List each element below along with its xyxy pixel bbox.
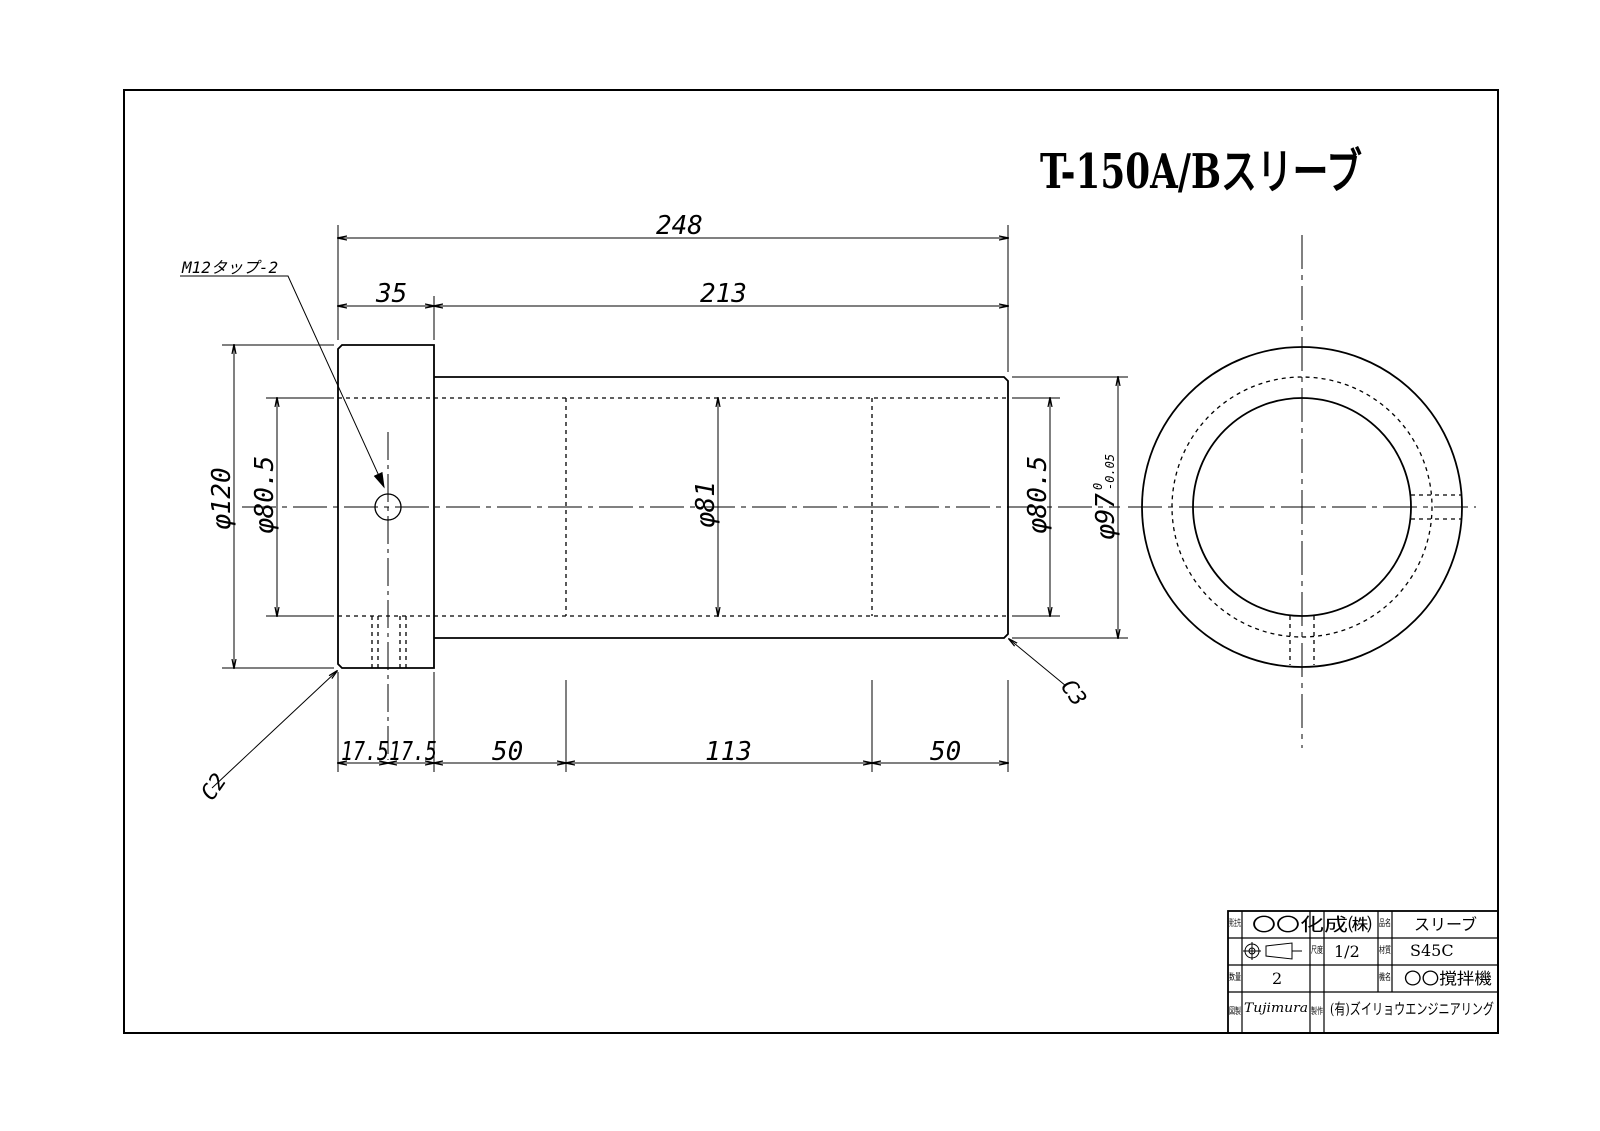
side-view (242, 344, 1120, 760)
dim-bore-mid: φ81 (691, 481, 721, 528)
dim-seg-2: 17.5 (389, 737, 437, 767)
tb-maker-label: 製作 (1311, 1005, 1323, 1017)
chamfer-right-leader (1009, 639, 1067, 687)
tb-customer-label: 発注先 (1229, 917, 1241, 929)
tb-material-label: 材質 (1379, 944, 1391, 956)
tb-drawn-label: 図製 (1229, 1005, 1241, 1017)
end-view (1128, 235, 1476, 748)
tb-part-name: スリーブ (1414, 915, 1477, 934)
tap-note: M12タップ-2 (181, 258, 278, 277)
dim-seg-1: 17.5 (341, 737, 389, 767)
dim-flange-dia: φ120 (207, 467, 237, 530)
dim-bore-left: φ80.5 (250, 456, 280, 534)
dim-bore-right: φ80.5 (1023, 456, 1053, 534)
tb-maker: (有)ズイリョウエンジニアリング (1330, 1000, 1494, 1018)
tap-leader (180, 275, 385, 489)
tb-drawn-by: Tujimura (1244, 1001, 1308, 1016)
drawing-title: T-150A/Bスリーブ (1040, 144, 1362, 200)
dim-body-length: 213 (700, 279, 747, 309)
hidden-bore-lines (338, 397, 1008, 668)
tb-customer: 〇〇化成㈱ (1252, 915, 1372, 936)
dim-flange-length: 35 (375, 279, 407, 309)
chamfer-right-label: C3 (1055, 675, 1091, 711)
tb-machine-label: 機名 (1379, 971, 1391, 983)
tb-machine: 〇〇撹拌機 (1404, 969, 1492, 988)
tb-part-name-label: 品名 (1379, 917, 1391, 929)
dimension-lines (180, 225, 1128, 789)
chamfer-left-leader (211, 671, 337, 789)
tb-scale-label: 尺度 (1311, 944, 1323, 956)
dim-seg-4: 113 (705, 737, 752, 767)
tb-quantity-label: 数量 (1229, 971, 1241, 983)
drawing-border (123, 89, 1499, 1034)
third-angle-projection-icon (1243, 942, 1302, 960)
tb-quantity: 2 (1272, 969, 1282, 988)
dim-seg-3: 50 (492, 737, 523, 767)
dim-body-dia-tol-lower: -0.05 (1103, 454, 1117, 490)
tb-material: S45C (1410, 941, 1454, 960)
dim-overall-length: 248 (656, 211, 703, 241)
dim-body-dia-tol-upper: 0 (1091, 483, 1105, 490)
title-block (1227, 910, 1499, 1034)
dim-body-dia: φ97 (1091, 493, 1121, 540)
tb-scale: 1/2 (1334, 942, 1360, 961)
flange-outline (337, 344, 435, 669)
dim-seg-5: 50 (930, 737, 961, 767)
